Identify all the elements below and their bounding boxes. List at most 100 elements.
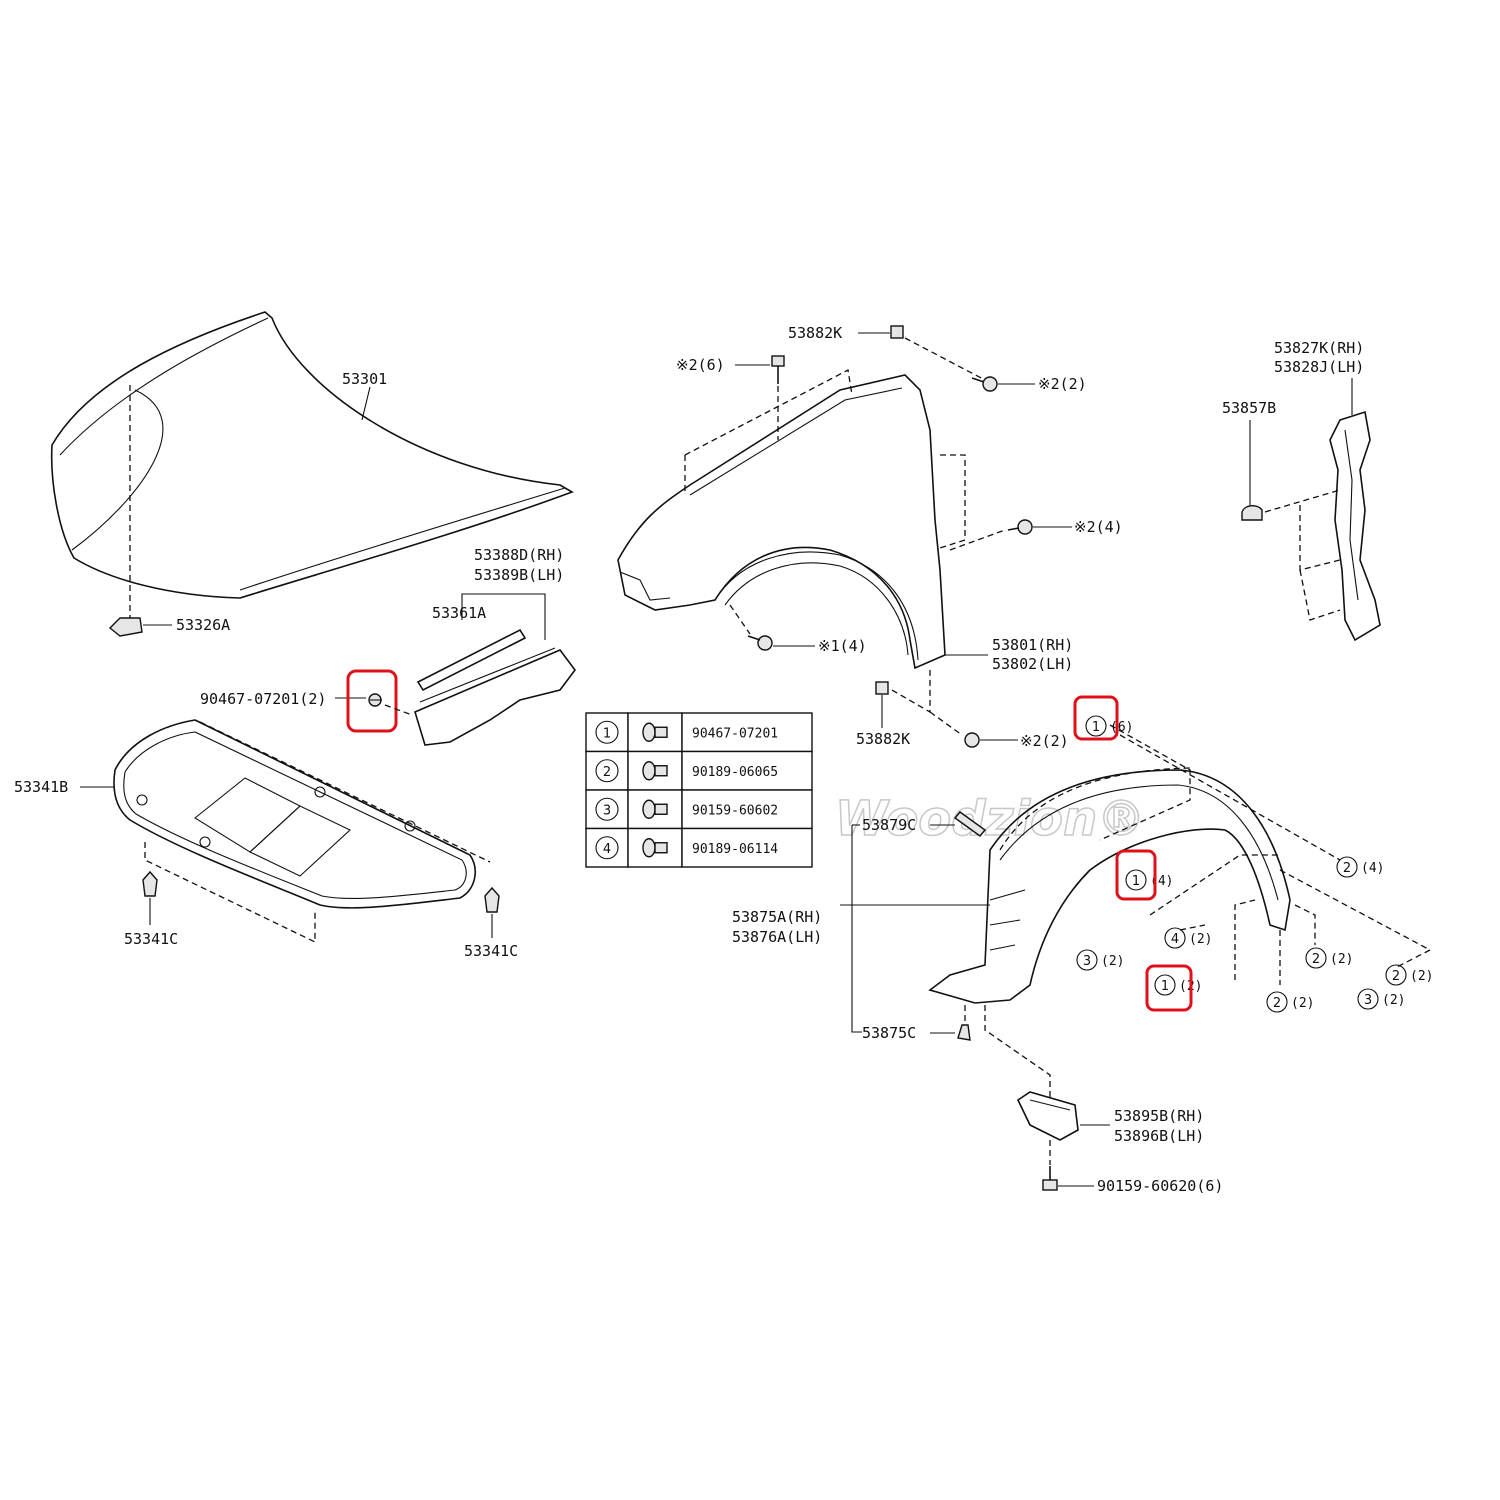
callout-number: 3 xyxy=(1083,954,1091,969)
callout-quantity: (2) xyxy=(1101,954,1124,969)
callout-quantity: (6) xyxy=(1110,720,1133,735)
callout: 3 (2) xyxy=(1076,949,1124,971)
liner-lh-label: 53876A(LH) xyxy=(732,928,822,946)
hood xyxy=(50,311,574,620)
legend-number-circle xyxy=(595,759,619,783)
bolt-top-right-label: ※2(2) xyxy=(1038,375,1087,393)
insulator-clip-left xyxy=(142,870,158,925)
highlight-fastener-left xyxy=(346,669,398,733)
legend-number: 2 xyxy=(603,765,611,780)
clip-icon xyxy=(642,838,668,858)
legend-part-number: 90189-06114 xyxy=(692,842,778,857)
bolt-lower-right-label: ※2(2) xyxy=(1020,732,1069,750)
liner-clip-label: 53875C xyxy=(862,1024,916,1042)
screw-icon xyxy=(642,799,668,819)
fender-nut-bottom xyxy=(875,681,889,695)
callout-number: 4 xyxy=(1171,932,1179,947)
legend-row: 3 90159-60602 xyxy=(585,789,813,830)
legend-number-circle xyxy=(595,836,619,860)
seal-strip-label: 53361A xyxy=(432,604,486,622)
bolt-lower-right xyxy=(964,732,980,748)
bracket-lh-label: 53828J(LH) xyxy=(1274,358,1364,376)
insulator-clip-right-label: 53341C xyxy=(464,942,518,960)
liner-clip xyxy=(957,1024,971,1041)
callout: 2 (2) xyxy=(1305,947,1353,969)
hood-clip xyxy=(108,617,172,637)
fender-nut-top xyxy=(890,325,904,339)
bracket-rh-label: 53827K(RH) xyxy=(1274,339,1364,357)
seal-rh-label: 53388D(RH) xyxy=(474,546,564,564)
bolt-mid-right-label: ※2(4) xyxy=(1074,518,1123,536)
callout: 1 (6) xyxy=(1085,715,1133,737)
bolt-mid-right xyxy=(1007,519,1033,535)
legend-number-circle xyxy=(595,720,619,744)
bolt-top-left xyxy=(771,355,785,384)
callout-quantity: (2) xyxy=(1291,996,1314,1011)
bolt-bottom-label: ※1(4) xyxy=(818,637,867,655)
seal-lh-label: 53389B(LH) xyxy=(474,566,564,584)
splash-shield xyxy=(1016,1091,1079,1141)
legend-part-number: 90189-06065 xyxy=(692,765,778,780)
legend-number: 1 xyxy=(603,726,611,741)
fender-bracket xyxy=(1329,410,1381,642)
hood-label: 53301 xyxy=(342,370,387,388)
hood-insulator xyxy=(113,719,491,944)
insulator-label: 53341B xyxy=(14,778,68,796)
callout-quantity: (2) xyxy=(1189,932,1212,947)
callout-quantity: (2) xyxy=(1330,952,1353,967)
highlight-callout-1 xyxy=(1073,695,1119,741)
highlight-callout-3 xyxy=(1145,964,1193,1012)
callout-number: 1 xyxy=(1161,979,1169,994)
callout-group: 1(6)1(4)2(4)4(2)3(2)2(2)2(2)1(2)2(2)3(2) xyxy=(1076,715,1433,1013)
legend-number-circle xyxy=(595,797,619,821)
callout: 2 (2) xyxy=(1266,991,1314,1013)
hood-clip-label: 53326A xyxy=(176,616,230,634)
insulator-clip-left-label: 53341C xyxy=(124,930,178,948)
bolt-bottom xyxy=(747,635,773,651)
callout-quantity: (2) xyxy=(1382,993,1405,1008)
fender-lh-label: 53802(LH) xyxy=(992,655,1073,673)
callout: 4 (2) xyxy=(1164,927,1212,949)
fender-nut-bottom-label: 53882K xyxy=(856,730,910,748)
legend-number: 4 xyxy=(603,842,611,857)
splash-lh-label: 53896B(LH) xyxy=(1114,1127,1204,1145)
callout-number: 2 xyxy=(1343,861,1351,876)
callout: 1(2) xyxy=(1154,974,1202,996)
callout-quantity: (4) xyxy=(1361,861,1384,876)
callout-number: 2 xyxy=(1273,996,1281,1011)
callout-quantity: (2) xyxy=(1410,969,1433,984)
fastener-left-label: 90467-07201(2) xyxy=(200,690,326,708)
callout: 1(4) xyxy=(1125,869,1173,891)
bracket-clip xyxy=(1241,505,1263,521)
legend-number: 3 xyxy=(603,803,611,818)
bottom-screw xyxy=(1042,1166,1058,1191)
fender-rh-label: 53801(RH) xyxy=(992,636,1073,654)
bottom-screw-label: 90159-60620(6) xyxy=(1097,1177,1223,1195)
callout-number: 2 xyxy=(1392,969,1400,984)
callout: 3(2) xyxy=(1357,988,1405,1010)
legend-row: 1 90467-07201 xyxy=(585,712,813,753)
legend-part-number: 90159-60602 xyxy=(692,803,778,818)
push-clip-icon xyxy=(642,722,668,742)
highlight-callout-2 xyxy=(1115,849,1157,901)
callout: 2 (4) xyxy=(1336,856,1384,878)
bolt-top-left-label: ※2(6) xyxy=(676,356,725,374)
splash-rh-label: 53895B(RH) xyxy=(1114,1107,1204,1125)
seal-strip xyxy=(414,628,576,746)
callout-number: 2 xyxy=(1312,952,1320,967)
push-clip-left xyxy=(368,693,382,707)
insulator-clip-right xyxy=(484,886,500,938)
legend-row: 2 90189-06065 xyxy=(585,750,813,791)
legend-row: 4 90189-06114 xyxy=(585,827,813,868)
fastener-legend-table: 1 90467-07201 2 90189-06065 3 90159-60602 4 901… xyxy=(585,712,813,868)
liner-seal xyxy=(953,811,987,837)
callout-number: 1 xyxy=(1092,720,1100,735)
fender-liner xyxy=(928,724,1291,1004)
liner-seal-label: 53879C xyxy=(862,816,916,834)
legend-part-number: 90467-07201 xyxy=(692,726,778,741)
bracket-clip-label: 53857B xyxy=(1222,399,1276,417)
fender-nut-top-label: 53882K xyxy=(788,324,842,342)
callout-number: 1 xyxy=(1132,874,1140,889)
